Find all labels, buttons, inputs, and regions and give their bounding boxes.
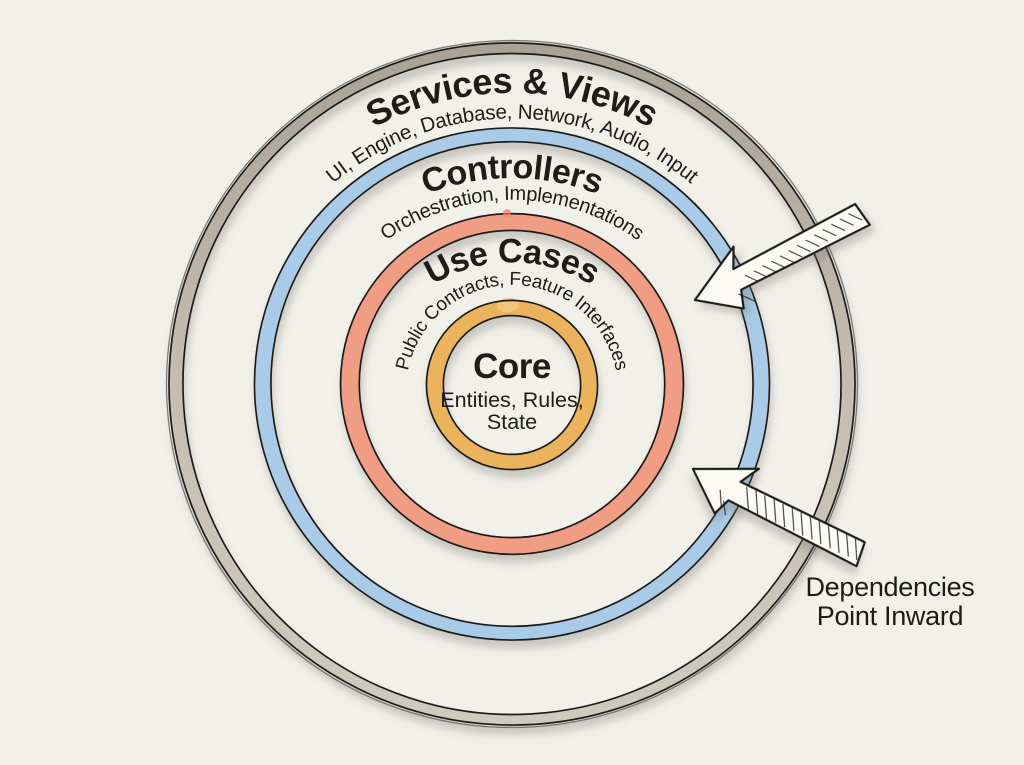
ring-use-cases-band	[341, 213, 683, 555]
inward-arrow-bottom-hatching	[719, 486, 858, 561]
ring-controllers	[253, 127, 771, 641]
ring-controllers-band	[255, 127, 769, 641]
annotation-dependencies: Dependencies Point Inward	[805, 572, 974, 631]
annotation-line2: Point Inward	[817, 601, 963, 631]
inward-arrow-bottom-icon	[691, 467, 866, 568]
ring-use-cases	[339, 209, 685, 556]
ring-controllers-inner-edge	[270, 140, 754, 628]
ring-services-views-sketch-line	[165, 39, 859, 729]
ring-services-views-outer-edge	[168, 42, 856, 726]
ring-use-cases-inner-edge	[358, 229, 666, 539]
ring-core	[425, 297, 599, 471]
ring-services-views-inner-edge	[182, 52, 842, 716]
ring-use-cases-paint-blob	[503, 209, 511, 217]
core-label: Core	[473, 347, 551, 386]
ring-services-views-band	[169, 41, 855, 727]
inward-arrow-top-body	[693, 202, 871, 310]
inward-arrow-bottom-body	[691, 467, 866, 568]
ring-services-views	[165, 39, 859, 729]
ring-core-inner-edge	[442, 314, 582, 456]
ring-controllers-outer-edge	[253, 127, 771, 641]
inward-arrow-top-icon	[693, 202, 871, 310]
ring-use-cases-outer-edge	[339, 212, 685, 556]
core-sublabel-line2: State	[487, 410, 537, 434]
core-sublabel-line1: Entities, Rules,	[440, 388, 583, 412]
ring-core-outer-edge	[425, 299, 599, 471]
annotation-line1: Dependencies	[805, 572, 974, 602]
inward-arrow-top-hatching	[738, 213, 863, 303]
